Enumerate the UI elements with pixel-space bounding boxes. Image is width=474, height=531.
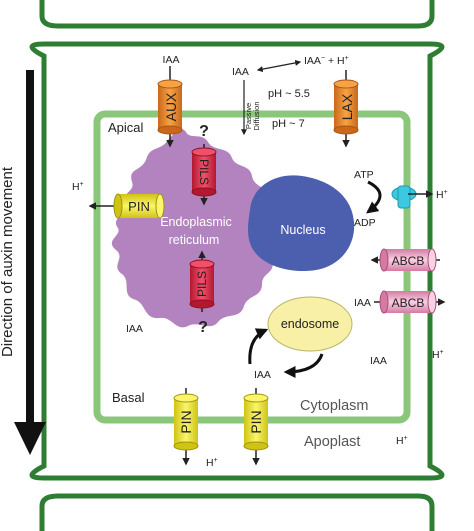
pils-transporter-upper: [191, 144, 217, 206]
passive-label: Passive: [244, 103, 253, 129]
h-right-lower-text: H: [432, 349, 440, 361]
h-right-pump-sup: +: [444, 189, 448, 196]
er-label-line1: Endoplasmic: [160, 215, 232, 229]
adp-label: ADP: [354, 217, 376, 229]
iaa-near-endosome: IAA: [254, 369, 271, 381]
plus-h-sup: +: [345, 55, 349, 62]
aux-transporter: [157, 66, 183, 148]
abcb-transporter-lower: [374, 290, 446, 314]
endosome-arrow-down: [283, 353, 324, 378]
h-apoplast-bottom-text: H: [206, 457, 214, 469]
h-apoplast-right-sup: +: [404, 435, 408, 442]
h-right-lower-sup: +: [440, 349, 444, 356]
pin-transporter-basal-1: [173, 388, 199, 466]
er-label-line2: reticulum: [169, 233, 220, 247]
abcb-upper-label: ABCB: [392, 254, 425, 268]
pin-transporter-lateral: [88, 193, 165, 219]
endosome: [267, 296, 353, 352]
endosome-label: endosome: [281, 317, 339, 331]
pils-lower-question: ?: [198, 319, 208, 336]
h-left-text: H: [72, 181, 80, 193]
endoplasmic-reticulum: [111, 129, 273, 328]
h-left-sup: +: [80, 181, 84, 188]
aux-iaa-label: IAA: [163, 54, 180, 66]
atp-label: ATP: [354, 169, 374, 181]
lax-transporter: [333, 70, 359, 148]
pils-lower-label: PILS: [195, 271, 209, 297]
aux-label: AUX: [163, 92, 179, 121]
h-right-pump: H+: [436, 189, 448, 201]
abcb-transporter-upper: [370, 248, 440, 272]
h-apoplast-right-text: H: [396, 435, 404, 447]
direction-label: Direction of auxin movement: [0, 166, 16, 357]
equilibrium-arrow: [256, 59, 302, 73]
iaa-cytoplasm-left: IAA: [126, 323, 143, 335]
abcb-iaa-label: IAA: [354, 297, 371, 309]
apical-label: Apical: [108, 120, 144, 135]
endosome-arrow-up: [248, 328, 269, 365]
pils-upper-question: ?: [199, 123, 209, 140]
direction-arrow: [14, 70, 46, 455]
nucleus: [248, 175, 355, 272]
pin-lateral-label: PIN: [128, 199, 150, 214]
h-right-lower: H+: [432, 349, 444, 361]
iaa-anion-text: IAA: [304, 55, 321, 67]
pin-basal-1-label: PIN: [178, 410, 194, 433]
ph-cytoplasm: pH ~ 7: [272, 118, 305, 130]
iaa-cytoplasm-right: IAA: [370, 355, 387, 367]
plus-h-text: + H: [325, 55, 345, 67]
pils-upper-label: PILS: [197, 159, 211, 185]
apoplast-label: Apoplast: [304, 434, 360, 450]
h-apoplast-bottom: H+: [206, 457, 218, 469]
h-apoplast-bottom-sup: +: [214, 457, 218, 464]
abcb-lower-label: ABCB: [392, 296, 425, 310]
iaa-anion: IAA− + H+: [304, 55, 349, 67]
nucleus-label: Nucleus: [280, 223, 325, 237]
iaa-anion-sup: −: [321, 55, 325, 62]
basal-label: Basal: [112, 390, 145, 405]
h-apoplast-right: H+: [396, 435, 408, 447]
pils-transporter-lower: [189, 250, 215, 312]
diffusion-label: Diffusion: [252, 101, 261, 130]
cytoplasm-label: Cytoplasm: [300, 398, 369, 414]
pin-basal-2-label: PIN: [248, 410, 264, 433]
iaa-protonated: IAA: [232, 66, 249, 78]
cell-walls: [29, 0, 445, 531]
pin-transporter-basal-2: [243, 388, 269, 466]
ph-apoplast: pH ~ 5.5: [268, 88, 310, 100]
h-left: H+: [72, 181, 84, 193]
h-right-pump-text: H: [436, 189, 444, 201]
atpase-pump: [366, 180, 434, 214]
lax-label: LAX: [339, 93, 355, 120]
